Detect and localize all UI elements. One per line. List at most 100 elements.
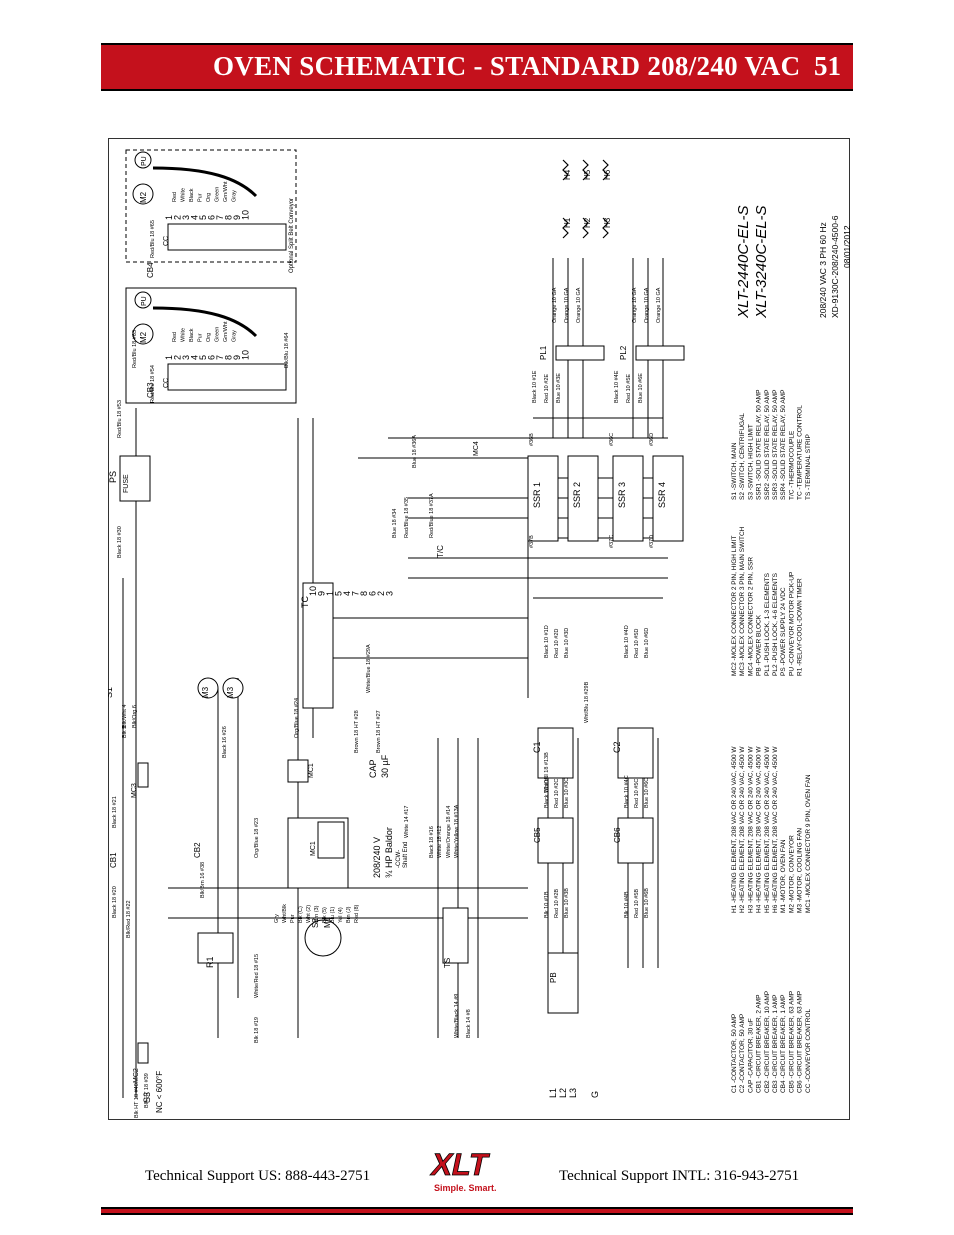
- component-label: L1: [548, 1088, 558, 1098]
- cc-terminal: 5: [198, 355, 208, 360]
- wire-label: Orange 10 GA: [632, 287, 638, 323]
- wire-label: Blue 18 #36A: [412, 435, 418, 468]
- component-label: CB2: [193, 842, 202, 858]
- relay-r1: [197, 932, 234, 964]
- legend-entry: C2 -CONTACTOR, 50 AMP: [739, 1014, 746, 1093]
- wire-label: #36C: [609, 433, 615, 446]
- legend-entry: PU -CONVEYOR MOTOR PICK-UP: [788, 572, 795, 676]
- tc-terminal: 1: [325, 591, 335, 596]
- wire-label: Blk/Brn 16 #38: [200, 862, 206, 898]
- wire-label: Blk 18 #19: [254, 1017, 260, 1043]
- page-number: 51: [814, 51, 841, 81]
- conveyor-wire: Org: [206, 193, 212, 202]
- footer-bar: [101, 1207, 853, 1215]
- contactor-c1: [537, 727, 574, 779]
- legend-entry: CB4 -CIRCUIT BREAKER, 1 AMP: [780, 995, 787, 1094]
- conveyor-wire: Gray: [232, 330, 238, 342]
- molex-mc2: [137, 1042, 149, 1064]
- wire-label: Org/Blue 18 #23: [254, 818, 260, 858]
- legend-entry: MC3 -MOLEX CONNECTOR 3 PIN, MAIN SWITCH: [739, 526, 746, 676]
- component-label: MC2: [133, 1068, 140, 1083]
- conveyor-wire: Pur: [198, 333, 204, 342]
- tc-terminal: 6: [368, 591, 378, 596]
- legend-entry: CB1 -CIRCUIT BREAKER, 2 AMP: [756, 995, 763, 1094]
- motor-direction: -CCW-: [396, 850, 402, 868]
- conveyor-wire: White: [181, 328, 187, 342]
- wire-label: Org/Blue 18 #24: [294, 698, 300, 738]
- legend-entry: T/C -THERMOCOUPLE: [788, 430, 795, 500]
- push-lock-pl2: [635, 345, 685, 361]
- wire-label: White/Black 14 #9: [454, 994, 460, 1038]
- legend-entry: M2 -MOTOR, CONVEYOR: [788, 835, 795, 913]
- page-title: OVEN SCHEMATIC - STANDARD 208/240 VAC: [213, 51, 801, 81]
- wire-label: Red 10 #2E: [544, 374, 550, 403]
- wire-label: White/Blue 18 #29A: [366, 644, 372, 693]
- legend-entry: CB2 -CIRCUIT BREAKER, 10 AMP: [764, 991, 771, 1093]
- legend-entry: S1 -SWITCH, MAIN: [731, 442, 738, 500]
- cc-terminal: 10: [241, 350, 251, 360]
- tc-terminal: 3: [385, 591, 395, 596]
- conveyor-wire: Red: [172, 192, 178, 202]
- wire-label: Black 10 #4C: [624, 775, 630, 808]
- conveyor-wire: Org: [206, 333, 212, 342]
- logo-tagline: Simple. Smart.: [434, 1183, 497, 1193]
- wire-label: Blue 10 #6C: [644, 778, 650, 808]
- legend-entry: PB -POWER BLOCK: [756, 614, 763, 676]
- fan-wire: Red (8): [354, 904, 360, 923]
- wire-label: #37C: [609, 535, 615, 548]
- conveyor-note: Optional Split Belt Conveyor: [289, 198, 295, 273]
- component-label: S1: [108, 687, 114, 698]
- motor-hp: ¾ HP Baldor: [384, 827, 394, 878]
- cc-terminal: 2: [173, 355, 183, 360]
- component-label: TC: [300, 596, 310, 608]
- wire-label: Blk 10 #1B: [544, 891, 550, 918]
- component-label: CB4: [146, 262, 155, 278]
- wire-label: Blk 5: [122, 726, 128, 738]
- cc-terminal: 8: [224, 355, 234, 360]
- push-lock-pl1: [555, 345, 605, 361]
- component-label: SSR 1: [532, 482, 542, 508]
- component-label: SSR 2: [572, 482, 582, 508]
- wire-label: Red 10 #5C: [634, 779, 640, 808]
- conveyor-wire: Green: [215, 327, 221, 342]
- tc-terminal: 4: [342, 591, 352, 596]
- tc-terminal: 7: [351, 591, 361, 596]
- xlt-logo: XLT Simple. Smart.: [428, 1147, 497, 1193]
- component-label: MC3: [131, 783, 138, 798]
- component-label: CC: [163, 378, 170, 388]
- cc-terminal: 9: [232, 355, 242, 360]
- tc-terminal: 9: [317, 591, 327, 596]
- breaker-cb6: [617, 817, 654, 864]
- legend-entry: CC -CONVEYOR CONTROL: [805, 1008, 812, 1093]
- cc-terminal: 8: [224, 215, 234, 220]
- component-label: H6: [603, 169, 612, 180]
- legend-entry: SSR4 -SOLID STATE RELAY, 50 AMP: [780, 390, 787, 500]
- wire-label: White/Red 18 #15: [254, 954, 260, 998]
- wire-label: #37D: [649, 535, 655, 548]
- cc-terminal: 7: [215, 355, 225, 360]
- wire-label: Red 10 #2B: [554, 889, 560, 918]
- legend-entry: C1 -CONTACTOR, 50 AMP: [731, 1014, 738, 1093]
- cc-terminal: 5: [198, 215, 208, 220]
- doc-number: XD-9130C-208/240-4500-6: [830, 215, 840, 318]
- conveyor-motor-bottom: [125, 287, 297, 404]
- component-label: H5: [583, 169, 592, 180]
- component-label: MC1: [308, 763, 315, 778]
- ssr-4: [652, 455, 684, 542]
- wire-label: Blk 10 #4B: [624, 891, 630, 918]
- conveyor-wire: Grn/Wht: [223, 321, 229, 342]
- wire-label: Brown 18 HT #28: [354, 710, 360, 753]
- wire-label: Black 16 #26: [222, 726, 228, 758]
- wire-label: Blue 10 #3E: [556, 373, 562, 403]
- legend-entry: SSR1 -SOLID STATE RELAY, 50 AMP: [756, 390, 763, 500]
- tc-terminal: 8: [359, 591, 369, 596]
- legend-entry: S3 -SWITCH, HIGH LIMIT: [747, 424, 754, 500]
- component-label: CB6: [613, 827, 622, 843]
- component-label: T/C: [436, 545, 445, 558]
- component-label: PU: [141, 156, 148, 166]
- component-label: TS: [443, 958, 452, 968]
- legend-entry: R1 -RELAY-COOL-DOWN TIMER: [797, 578, 804, 676]
- legend-entry: PL1 -PUSH LOCK, 1-3 ELEMENTS: [764, 572, 771, 676]
